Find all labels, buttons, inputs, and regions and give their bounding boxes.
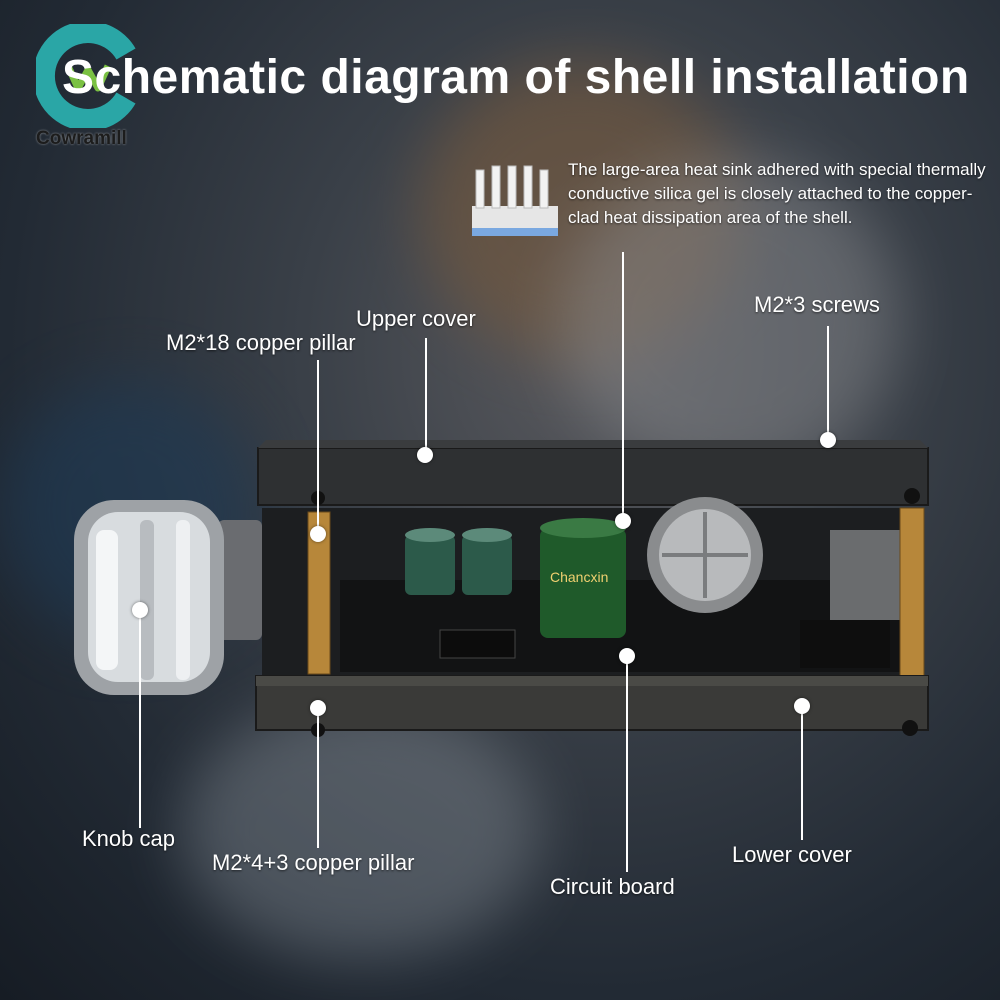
leader-line-pillar-18: [317, 360, 319, 534]
capacitor-brand-text: Chancxin: [550, 569, 608, 585]
marker-pillar-4-3: [310, 700, 326, 716]
leader-line-lower-cover: [801, 706, 803, 840]
cowramill-logo-icon: [36, 24, 136, 128]
heatsink-icon: [472, 165, 558, 236]
knob-cap-shape: [74, 500, 224, 695]
label-screws: M2*3 screws: [754, 292, 880, 317]
heatsink-description: The large-area heat sink adhered with sp…: [568, 160, 986, 227]
marker-lower-cover: [794, 698, 810, 714]
label-copper-pillar-18: M2*18 copper pillar: [166, 330, 356, 355]
leader-line-knob-cap: [139, 610, 141, 828]
leader-line-heatsink: [622, 252, 624, 520]
leader-line-circuit-board: [626, 656, 628, 872]
upper-cover-panel: [257, 447, 929, 506]
copper-pillar-left: [307, 511, 331, 675]
leader-line-pillar-4-3: [317, 708, 319, 848]
marker-knob-cap: [132, 602, 148, 618]
label-upper-cover: Upper cover: [356, 306, 476, 331]
brand-logo: Cowramill: [36, 24, 140, 154]
label-copper-pillar-4-3: M2*4+3 copper pillar: [212, 850, 415, 875]
label-lower-cover: Lower cover: [732, 842, 852, 867]
label-circuit-board: Circuit board: [550, 874, 675, 899]
marker-heatsink: [615, 513, 631, 529]
marker-circuit-board: [619, 648, 635, 664]
leader-line-screws: [827, 326, 829, 438]
marker-screws: [820, 432, 836, 448]
leader-line-upper-cover: [425, 338, 427, 456]
brand-name: Cowramill: [36, 128, 127, 149]
marker-pillar-18: [310, 526, 326, 542]
marker-upper-cover: [417, 447, 433, 463]
page-title: Schematic diagram of shell installation: [62, 51, 970, 104]
label-knob-cap: Knob cap: [82, 826, 175, 851]
